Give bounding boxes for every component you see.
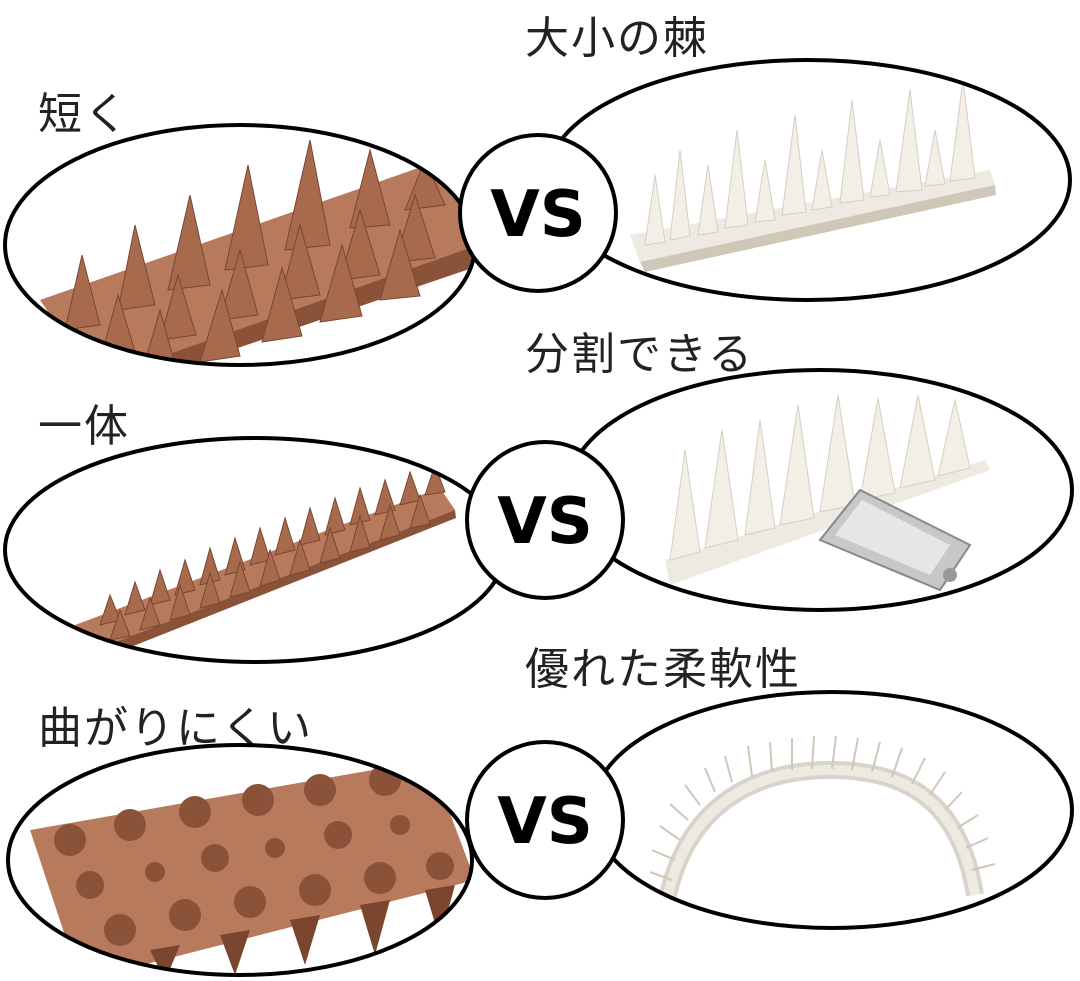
svg-text:VS: VS — [497, 785, 593, 859]
vs-badge-row2: VS — [465, 440, 625, 600]
white-flexible-spike-strip — [590, 690, 1074, 930]
vs-badge-row3: VS — [465, 740, 625, 900]
white-mixed-spike-strip — [544, 58, 1072, 302]
svg-text:VS: VS — [490, 178, 586, 252]
vs-badge-row1: VS — [458, 133, 618, 293]
brown-one-piece-spike-strip — [3, 436, 507, 664]
brown-short-spike-strip — [3, 123, 477, 367]
label-flexibility: 優れた柔軟性 — [525, 644, 801, 695]
brown-rigid-spike-base — [6, 743, 474, 977]
label-one-piece: 一体 — [38, 401, 130, 452]
white-detachable-spike-strip — [566, 368, 1074, 612]
label-short: 短く — [38, 89, 130, 140]
label-large-small-spikes: 大小の棘 — [525, 13, 709, 64]
label-detachable: 分割できる — [525, 329, 755, 380]
svg-text:VS: VS — [497, 485, 593, 559]
